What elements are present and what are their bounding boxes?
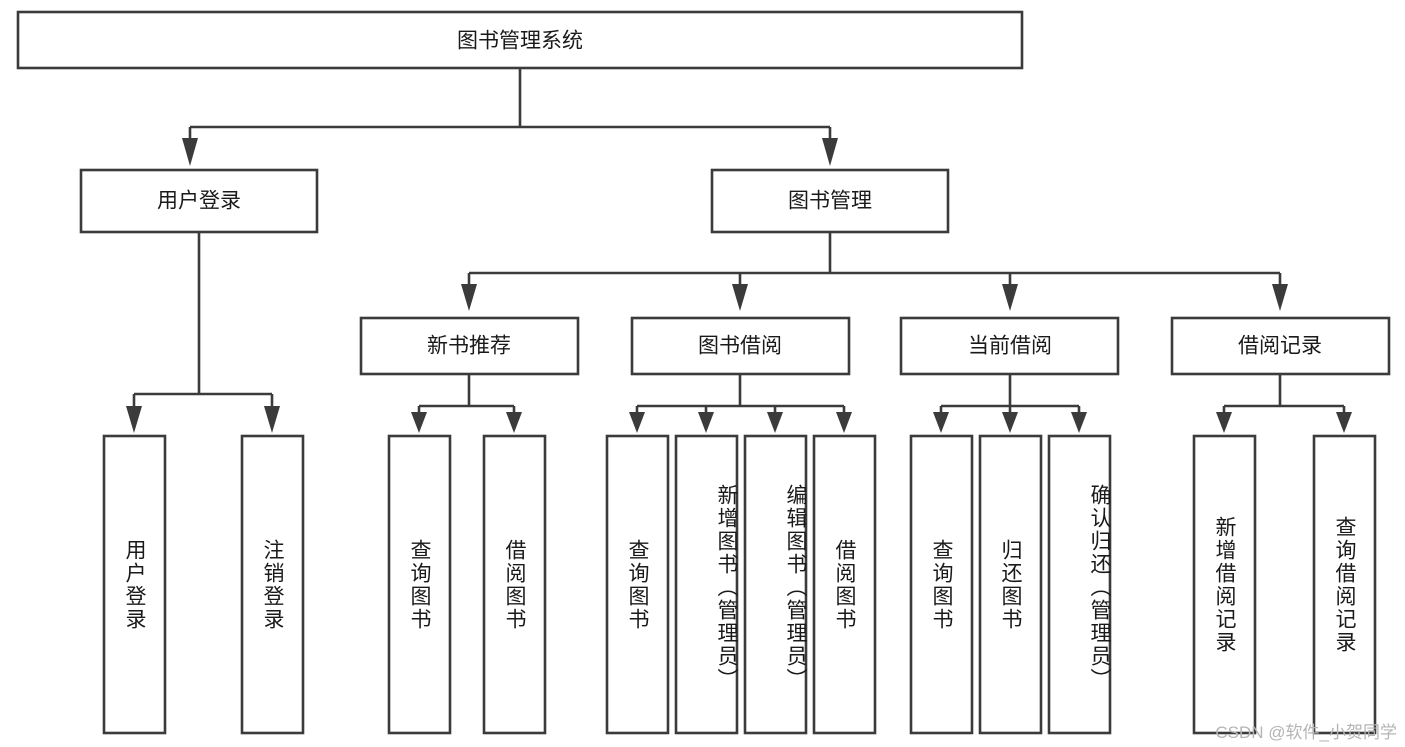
node-new-book-recommend[interactable]: 新书推荐 — [359, 316, 580, 376]
leaf-box-rect[interactable] — [812, 434, 877, 735]
level2-box-label: 图书管理 — [788, 190, 872, 213]
connector-record-to-leaves — [1216, 374, 1352, 433]
arrow-head-icon — [732, 284, 748, 311]
watermark-text: CSDN @软件_小贺同学 — [1215, 723, 1397, 742]
arrow-head-icon — [836, 412, 852, 433]
leaf-box-rect[interactable] — [240, 434, 305, 735]
connector-borrow-to-leaves — [629, 374, 852, 433]
leaf-box-rect[interactable] — [674, 434, 739, 735]
leaf-box-rect[interactable] — [102, 434, 167, 735]
arrow-head-icon — [1216, 412, 1232, 433]
level3-box-label: 图书借阅 — [698, 335, 782, 358]
root-box-label: 图书管理系统 — [457, 30, 583, 53]
arrow-head-icon — [1272, 284, 1288, 311]
leaf-box-rect[interactable] — [605, 434, 670, 735]
level3-box-label: 当前借阅 — [968, 335, 1052, 358]
leaf-box-rect[interactable] — [909, 434, 974, 735]
arrow-head-icon — [264, 406, 280, 433]
arrow-head-icon — [822, 138, 838, 166]
connector-bookmgmt-to-level3 — [461, 232, 1288, 311]
node-current-borrow[interactable]: 当前借阅 — [899, 316, 1120, 376]
arrow-head-icon — [1002, 412, 1018, 433]
arrow-head-icon — [698, 412, 714, 433]
connector-userlogin-to-leaves — [126, 232, 280, 433]
arrow-head-icon — [182, 138, 198, 166]
arrow-head-icon — [1336, 412, 1352, 433]
leaf-box-rect[interactable] — [743, 434, 808, 735]
level2-box-rect — [79, 168, 319, 234]
level3-box-label: 借阅记录 — [1238, 335, 1322, 358]
arrow-head-icon — [506, 412, 522, 433]
arrow-head-icon — [767, 412, 783, 433]
arrow-head-icon — [629, 412, 645, 433]
node-book-borrow[interactable]: 图书借阅 — [630, 316, 851, 376]
level3-box-label: 新书推荐 — [427, 335, 511, 358]
arrow-head-icon — [933, 412, 949, 433]
level3-box-rect — [359, 316, 580, 376]
level3-box-rect — [899, 316, 1120, 376]
level2-box-label: 用户登录 — [157, 190, 241, 213]
root-box-rect — [16, 10, 1024, 70]
connector-recommend-to-leaves — [411, 374, 522, 433]
leaf-box-rect[interactable] — [387, 434, 452, 735]
node-borrow-record[interactable]: 借阅记录 — [1170, 316, 1391, 376]
leaf-box-rect[interactable] — [1192, 434, 1257, 735]
leaf-box-rect[interactable] — [1047, 434, 1112, 735]
connector-root-to-level2 — [182, 68, 838, 166]
node-root[interactable]: 图书管理系统 — [16, 10, 1024, 70]
arrow-head-icon — [1002, 284, 1018, 311]
arrow-head-icon — [411, 412, 427, 433]
arrow-head-icon — [126, 406, 142, 433]
leaf-box-rect[interactable] — [1312, 434, 1377, 735]
arrow-head-icon — [1071, 412, 1087, 433]
arrow-head-icon — [461, 284, 477, 311]
connector-current-to-leaves — [933, 374, 1087, 433]
leaf-box-rect[interactable] — [482, 434, 547, 735]
node-book-management[interactable]: 图书管理 — [710, 168, 950, 234]
node-user-login[interactable]: 用户登录 — [79, 168, 319, 234]
leaf-box-rect[interactable] — [978, 434, 1043, 735]
